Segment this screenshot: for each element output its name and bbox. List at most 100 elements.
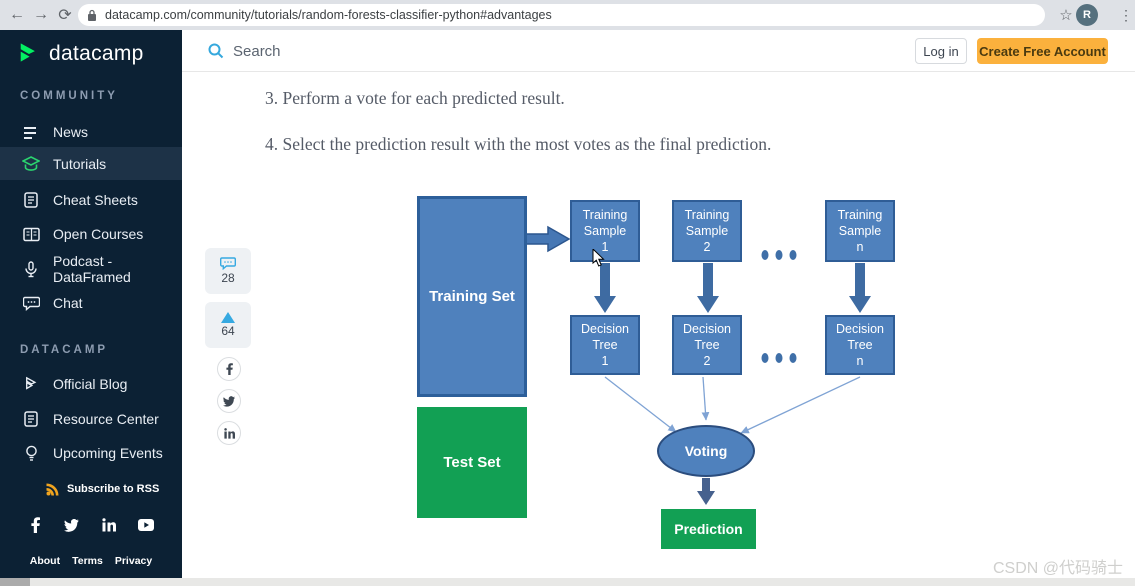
- sidebar-footer: About Terms Privacy: [0, 555, 182, 567]
- logo-text: datacamp: [49, 42, 144, 65]
- watermark: CSDN @代码骑士: [992, 560, 1123, 577]
- url-text: datacamp.com/community/tutorials/random-…: [105, 8, 552, 22]
- news-icon: [22, 123, 40, 141]
- datacamp-logo-icon: [20, 43, 35, 62]
- comment-icon: [219, 257, 236, 270]
- linkedin-icon[interactable]: [100, 516, 118, 534]
- linkedin-share-icon: [223, 427, 235, 439]
- twitter-share-icon: [222, 395, 235, 407]
- arrow-trainingset-to-sample: [522, 225, 571, 253]
- sidebar-item-label: Chat: [53, 295, 83, 311]
- create-account-button[interactable]: Create Free Account: [977, 38, 1108, 64]
- subscribe-rss[interactable]: Subscribe to RSS: [46, 482, 159, 496]
- youtube-icon[interactable]: [137, 516, 155, 534]
- sidebar-item-label: Official Blog: [53, 376, 128, 392]
- search-input[interactable]: Search: [208, 30, 281, 72]
- bottom-strip: [0, 578, 1135, 586]
- mouse-cursor: [592, 249, 605, 267]
- sidebar-item-label: Podcast - DataFramed: [53, 253, 131, 285]
- list-item-4: 4. Select the prediction result with the…: [265, 134, 772, 154]
- sidebar-social-row: [0, 516, 182, 538]
- share-linkedin-button[interactable]: [217, 421, 241, 445]
- url-bar[interactable]: datacamp.com/community/tutorials/random-…: [78, 4, 1045, 26]
- arrow-tree1-to-voting: [604, 376, 677, 433]
- rss-label: Subscribe to RSS: [67, 483, 160, 495]
- sidebar-item-label: Tutorials: [53, 155, 107, 172]
- sidebar-item-label: News: [53, 124, 89, 140]
- sidebar-item-official-blog[interactable]: Official Blog: [0, 370, 182, 398]
- rss-icon: [46, 483, 59, 496]
- node-training-sample-1: Training Sample 1: [570, 200, 640, 262]
- comments-button[interactable]: 28: [205, 248, 251, 294]
- bottom-strip-dark: [0, 578, 30, 586]
- microphone-icon: [22, 260, 40, 278]
- facebook-icon[interactable]: [26, 516, 44, 534]
- twitter-icon[interactable]: [63, 516, 81, 534]
- arrow-tree2-to-voting: [701, 376, 710, 421]
- browser-menu-icon[interactable]: ⋮: [1119, 6, 1133, 23]
- reload-icon[interactable]: ⟳: [58, 7, 72, 24]
- back-icon[interactable]: ←: [9, 6, 25, 23]
- sidebar-item-label: Upcoming Events: [53, 445, 163, 461]
- node-decision-tree-2: Decision Tree 2: [672, 315, 742, 375]
- sidebar-item-label: Open Courses: [53, 226, 144, 242]
- document-icon: [22, 191, 40, 209]
- sidebar-item-chat[interactable]: Chat: [0, 289, 182, 317]
- arrow-sample1-to-tree1: [594, 263, 616, 313]
- lightbulb-icon: [22, 444, 40, 462]
- login-button[interactable]: Log in: [915, 38, 967, 64]
- upvote-button[interactable]: 64: [205, 302, 251, 348]
- book-icon: [22, 225, 40, 243]
- list-item-3: 3. Perform a vote for each predicted res…: [265, 88, 565, 108]
- node-training-sample-2: Training Sample 2: [672, 200, 742, 262]
- footer-link-terms[interactable]: Terms: [72, 555, 103, 567]
- share-twitter-button[interactable]: [217, 389, 241, 413]
- sidebar-item-label: Cheat Sheets: [53, 192, 138, 208]
- forward-icon[interactable]: →: [33, 6, 49, 23]
- sidebar-item-cheat-sheets[interactable]: Cheat Sheets: [0, 186, 182, 214]
- sidebar-item-podcast[interactable]: Podcast - DataFramed: [0, 253, 182, 285]
- sidebar: datacamp COMMUNITY News Tutorials Cheat …: [0, 30, 182, 578]
- sidebar-item-label: Resource Center: [53, 411, 159, 427]
- sidebar-item-open-courses[interactable]: Open Courses: [0, 220, 182, 248]
- sidebar-item-news[interactable]: News: [0, 118, 182, 146]
- node-decision-tree-n: Decision Tree n: [825, 315, 895, 375]
- site-topbar: Search Log in Create Free Account: [182, 30, 1135, 72]
- arrow-treen-to-voting: [740, 376, 861, 434]
- search-placeholder: Search: [233, 42, 281, 60]
- sidebar-item-tutorials[interactable]: Tutorials: [0, 147, 182, 180]
- sidebar-item-upcoming-events[interactable]: Upcoming Events: [0, 439, 182, 467]
- node-prediction: Prediction: [661, 509, 756, 549]
- datacamp-glyph-icon: [22, 375, 40, 393]
- comment-count: 28: [221, 271, 235, 285]
- ellipsis-dots-samples: [761, 250, 797, 260]
- resource-document-icon: [22, 410, 40, 428]
- footer-link-about[interactable]: About: [29, 555, 61, 567]
- ellipsis-dots-trees: [761, 353, 797, 363]
- upvote-icon: [221, 312, 235, 323]
- article-content: 3. Perform a vote for each predicted res…: [182, 72, 1135, 578]
- search-icon: [208, 43, 224, 59]
- arrow-samplen-to-treen: [849, 263, 871, 313]
- facebook-share-icon: [225, 363, 233, 375]
- tutorials-icon: [22, 155, 40, 173]
- node-training-sample-n: Training Sample n: [825, 200, 895, 262]
- arrow-voting-to-prediction: [697, 478, 715, 505]
- arrow-sample2-to-tree2: [697, 263, 719, 313]
- chat-bubble-icon: [22, 294, 40, 312]
- node-decision-tree-1: Decision Tree 1: [570, 315, 640, 375]
- bookmark-star-icon[interactable]: ☆: [1059, 7, 1073, 24]
- node-test-set: Test Set: [417, 407, 527, 518]
- section-label-datacamp: DATACAMP: [20, 344, 109, 356]
- lock-icon: [88, 9, 96, 21]
- share-facebook-button[interactable]: [217, 357, 241, 381]
- datacamp-logo[interactable]: datacamp: [16, 41, 144, 67]
- sidebar-item-resource-center[interactable]: Resource Center: [0, 405, 182, 433]
- vote-count: 64: [221, 324, 235, 338]
- browser-avatar[interactable]: R: [1076, 4, 1098, 26]
- browser-chrome: ← → ⟳ datacamp.com/community/tutorials/r…: [0, 0, 1135, 30]
- node-training-set: Training Set: [417, 196, 527, 397]
- footer-link-privacy[interactable]: Privacy: [114, 555, 153, 567]
- section-label-community: COMMUNITY: [20, 90, 118, 102]
